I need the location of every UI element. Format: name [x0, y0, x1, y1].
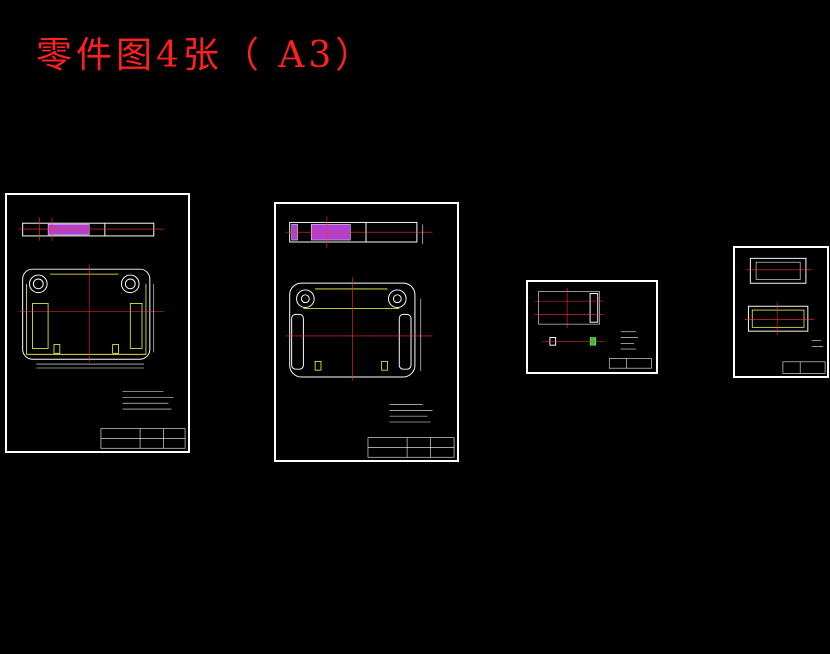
part-drawing-3: [534, 287, 652, 369]
drawing-sheet-1[interactable]: [5, 193, 190, 453]
page-title: 零件图4张（ A3）: [36, 35, 376, 76]
part-drawing-4: [744, 257, 826, 374]
drawing-sheet-4[interactable]: [733, 246, 829, 378]
drawing-sheet-2[interactable]: [274, 202, 459, 462]
part-drawing-2: [285, 216, 455, 458]
part-drawing-1: [18, 217, 186, 449]
drawing-sheet-3[interactable]: [526, 280, 658, 374]
